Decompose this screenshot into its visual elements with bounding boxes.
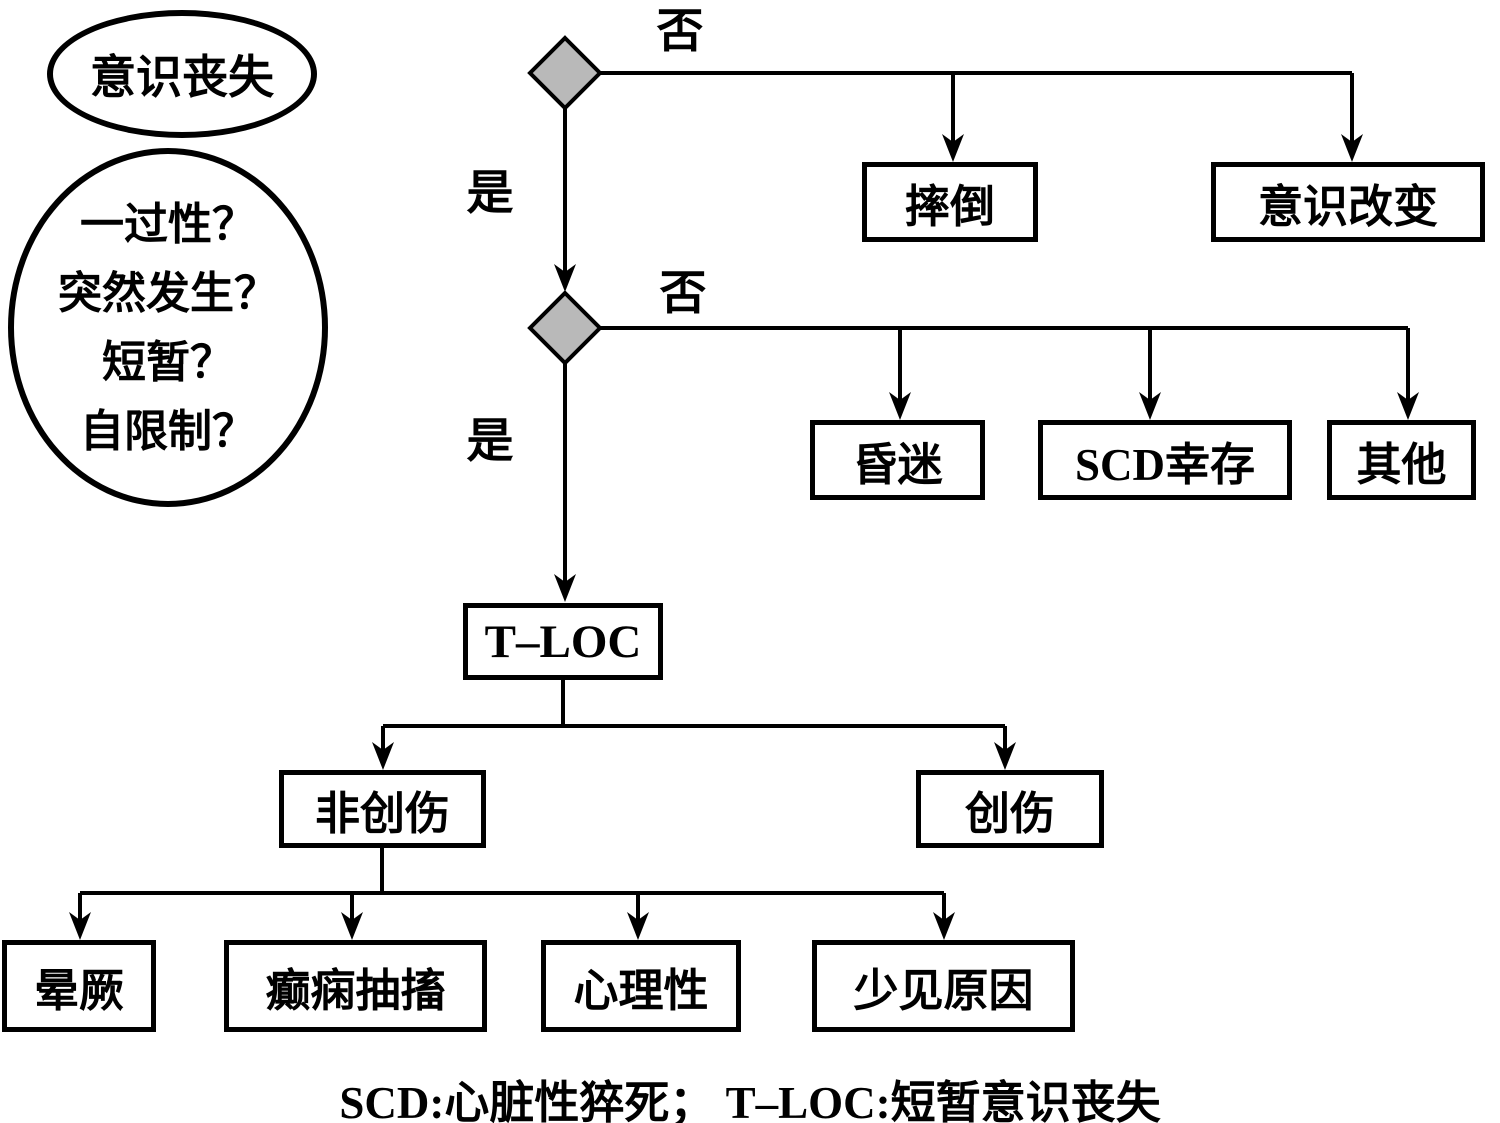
question-line: 突然发生？ xyxy=(58,268,278,318)
arrow-down-icon xyxy=(942,134,964,162)
decision-diamond-top xyxy=(527,35,603,111)
node-epileptic-seizure: 癫痫抽搐 xyxy=(224,940,487,1032)
node-psychogenic: 心理性 xyxy=(541,940,741,1032)
arrow-down-icon xyxy=(889,392,911,420)
arrow-down-icon xyxy=(554,264,576,292)
arrow-down-icon xyxy=(933,912,955,940)
decision-diamond-mid xyxy=(527,290,603,366)
node-loss-of-consciousness: 意识丧失 xyxy=(47,10,317,138)
arrow-down-icon xyxy=(994,742,1016,770)
node-syncope: 晕厥 xyxy=(2,940,156,1032)
question-line: 短暂？ xyxy=(102,337,234,387)
arrowheads xyxy=(69,134,1419,940)
branch-label-no-mid: 否 xyxy=(659,267,707,320)
node-altered-consciousness: 意识改变 xyxy=(1211,162,1485,242)
arrow-down-icon xyxy=(1397,392,1419,420)
arrow-down-icon xyxy=(627,912,649,940)
arrow-down-icon xyxy=(69,912,91,940)
legend-caption: SCD:心脏性猝死； T–LOC:短暂意识丧失 xyxy=(339,1078,1161,1123)
question-line: 自限制？ xyxy=(80,406,256,456)
arrow-down-icon xyxy=(554,574,576,602)
node-loss-of-consciousness-label: 意识丧失 xyxy=(90,52,274,103)
node-fall: 摔倒 xyxy=(862,162,1038,242)
node-questions: 一过性？ 突然发生？ 短暂？ 自限制？ xyxy=(8,148,328,507)
arrow-down-icon xyxy=(1139,392,1161,420)
arrow-down-icon xyxy=(1341,134,1363,162)
branch-label-yes-mid: 是 xyxy=(466,415,514,468)
branch-label-no-top: 否 xyxy=(656,5,704,58)
node-non-traumatic: 非创伤 xyxy=(279,770,486,848)
node-tloc: T–LOC xyxy=(463,603,663,680)
node-coma: 昏迷 xyxy=(810,420,985,500)
node-scd-survivor: SCD幸存 xyxy=(1038,420,1292,500)
node-other: 其他 xyxy=(1327,420,1476,500)
arrow-down-icon xyxy=(341,912,363,940)
arrow-down-icon xyxy=(372,742,394,770)
connector-lines xyxy=(78,71,1410,934)
node-traumatic: 创伤 xyxy=(916,770,1104,848)
branch-label-yes-top: 是 xyxy=(466,167,514,220)
node-rare-causes: 少见原因 xyxy=(812,940,1075,1032)
question-line: 一过性？ xyxy=(80,199,256,249)
